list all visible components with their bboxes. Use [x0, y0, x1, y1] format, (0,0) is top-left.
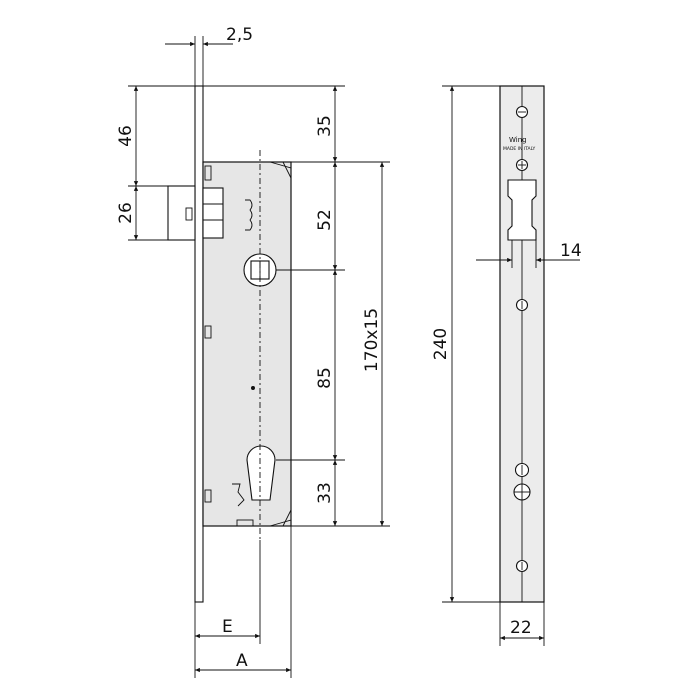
- dim-faceplate-length: 240: [431, 328, 451, 360]
- brand-made-in: MADE IN ITALY: [503, 146, 536, 152]
- brand-logo: Wing: [509, 136, 527, 144]
- case-slot-bottom: [204, 489, 212, 503]
- cylinder-hole-bottom: [513, 483, 531, 501]
- latch-opening: [507, 179, 537, 241]
- spring-detail: [245, 199, 253, 231]
- cylinder-hole-top: [514, 462, 530, 478]
- corner-tab-top: [269, 161, 292, 179]
- screw-bottom: [515, 559, 529, 573]
- case-slot-mid: [204, 325, 212, 339]
- cylinder-profile: [232, 445, 276, 527]
- dim-top-to-handle: 35: [315, 115, 335, 137]
- dim-backset-e: E: [222, 617, 233, 637]
- dim-fixing-centers: 170x15: [362, 308, 382, 372]
- side-dimensions: 2,5 46 26 35 52 85 33 170x15 E A: [116, 25, 390, 678]
- dim-backset-thickness: 2,5: [226, 25, 253, 45]
- dim-top-to-latch: 46: [116, 125, 136, 147]
- dim-handle-to-cylinder: 85: [315, 367, 335, 389]
- side-view: [167, 85, 292, 603]
- dim-case-thickness: 14: [560, 241, 582, 261]
- front-dimensions: 240 14 22: [431, 85, 582, 646]
- dim-latch-height: 26: [116, 202, 136, 224]
- case-slot-top: [204, 165, 212, 181]
- dim-backset-a: A: [236, 651, 248, 671]
- pivot-dot: [251, 386, 255, 390]
- dim-cylinder-to-bottom: 33: [315, 482, 335, 504]
- corner-tab-bottom: [269, 509, 292, 527]
- dim-faceplate-width: 22: [510, 618, 532, 638]
- screw-upper: [515, 158, 529, 172]
- screw-top: [515, 105, 529, 119]
- dim-latch-to-handle: 52: [315, 209, 335, 231]
- side-faceplate: [194, 85, 204, 603]
- latch-bolt: [167, 185, 224, 241]
- screw-middle: [515, 298, 529, 312]
- front-view: Wing MADE IN ITALY: [499, 85, 545, 603]
